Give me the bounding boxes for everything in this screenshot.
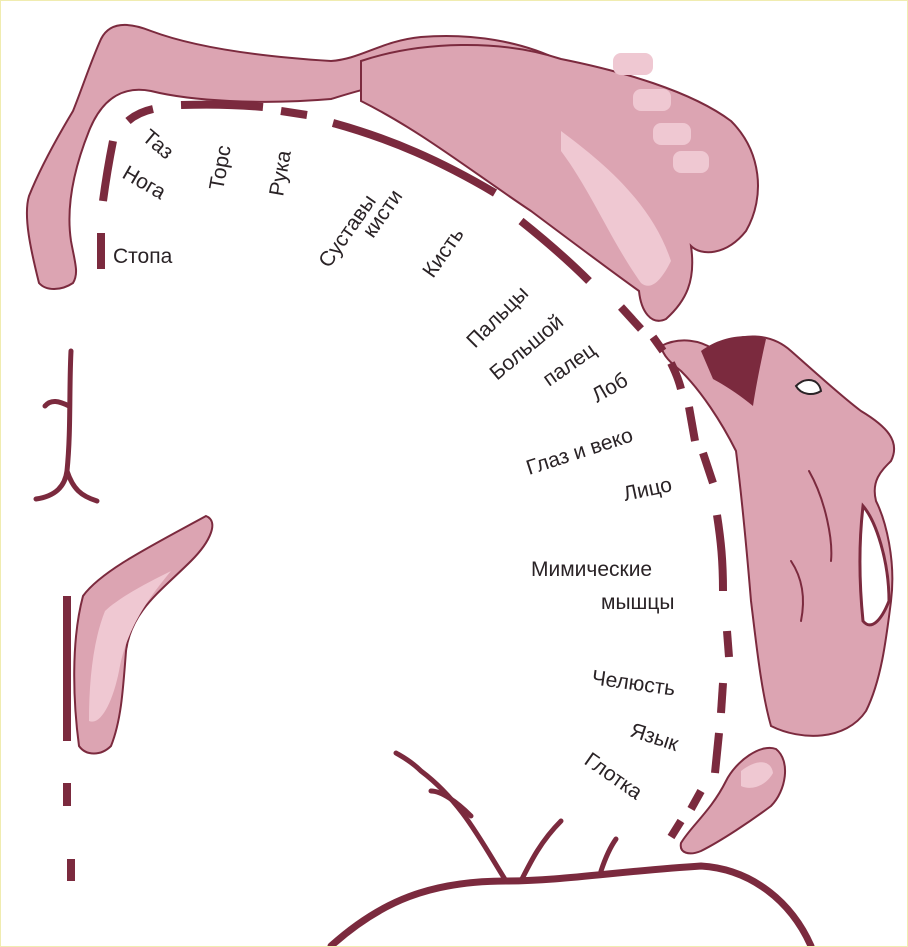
label-lob: Лоб bbox=[588, 369, 632, 408]
left-vessel-icon bbox=[36, 351, 97, 501]
label-tors: Торс bbox=[205, 144, 235, 192]
label-glotka: Глотка bbox=[580, 748, 647, 804]
label-ruka: Рука bbox=[265, 148, 296, 197]
face-figure-icon bbox=[661, 336, 894, 736]
label-mimicheskie: Мимические bbox=[531, 558, 652, 581]
label-kist: Кисть bbox=[418, 224, 468, 282]
label-glaz: Глаз и веко bbox=[523, 424, 635, 480]
label-litso: Лицо bbox=[621, 473, 674, 506]
label-stopa: Стопа bbox=[113, 245, 173, 268]
hand-figure-icon bbox=[361, 45, 758, 321]
label-myshtsy: мышцы bbox=[601, 591, 675, 614]
label-taz: Таз bbox=[138, 125, 178, 164]
label-noga: Нога bbox=[119, 161, 170, 204]
left-organ-icon bbox=[74, 516, 212, 754]
label-chelyust: Челюсть bbox=[590, 666, 676, 700]
label-yazyk: Язык bbox=[627, 719, 682, 756]
label-palets: палец bbox=[539, 338, 601, 391]
